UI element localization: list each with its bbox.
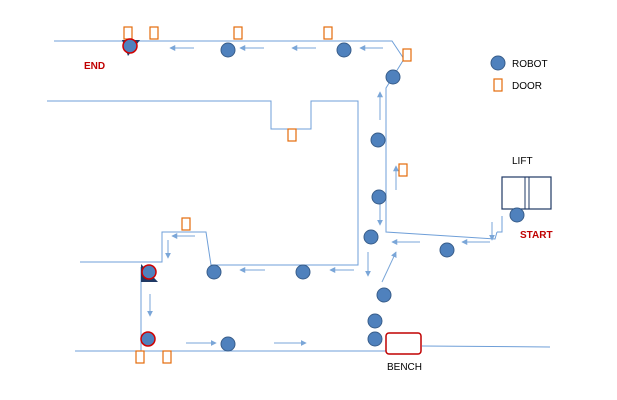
flow-arrows (147, 45, 495, 346)
walls (47, 40, 551, 352)
door-icon (149, 26, 159, 40)
door-icon (123, 26, 133, 40)
robot-icon (295, 264, 311, 280)
mid-wall (47, 100, 359, 266)
legend-robot-icon (490, 55, 506, 71)
end-label: END (84, 61, 105, 72)
arrow-diag (381, 251, 397, 283)
robot-start-icon (509, 207, 525, 223)
door-icon (402, 48, 412, 62)
robot-turn-icon (141, 264, 157, 280)
door-icon (181, 217, 191, 231)
legend: ROBOT DOOR (490, 55, 548, 92)
bench-label: BENCH (387, 362, 422, 373)
robot-icon (376, 287, 392, 303)
legend-robot-label: ROBOT (512, 59, 548, 70)
legend-door-label: DOOR (512, 81, 542, 92)
lift-label: LIFT (512, 156, 533, 167)
robot-icon (220, 336, 236, 352)
robot-icon (336, 42, 352, 58)
robot-end-icon (122, 38, 138, 54)
lift (501, 176, 552, 210)
robot-icon (439, 242, 455, 258)
bench-box (385, 332, 422, 355)
robot-icon (363, 229, 379, 245)
doors (123, 26, 412, 364)
door-icon (398, 163, 408, 177)
door-icon (323, 26, 333, 40)
door-icon (135, 350, 145, 364)
door-icon (233, 26, 243, 40)
robots (122, 38, 525, 352)
lift-approach-wall (497, 216, 503, 233)
top-corridor-wall (54, 40, 498, 240)
bottom-right-wall (421, 345, 551, 348)
legend-door-icon (493, 78, 503, 92)
robot-icon (206, 264, 222, 280)
robot-icon (370, 132, 386, 148)
door-icon (287, 128, 297, 142)
robot-icon (367, 331, 383, 347)
robot-icon (220, 42, 236, 58)
robot-bottom-icon (140, 331, 156, 347)
robot-icon (385, 69, 401, 85)
robot-icon (371, 189, 387, 205)
lift-box (501, 176, 552, 210)
start-label: START (520, 230, 553, 241)
robot-icon (367, 313, 383, 329)
door-icon (162, 350, 172, 364)
